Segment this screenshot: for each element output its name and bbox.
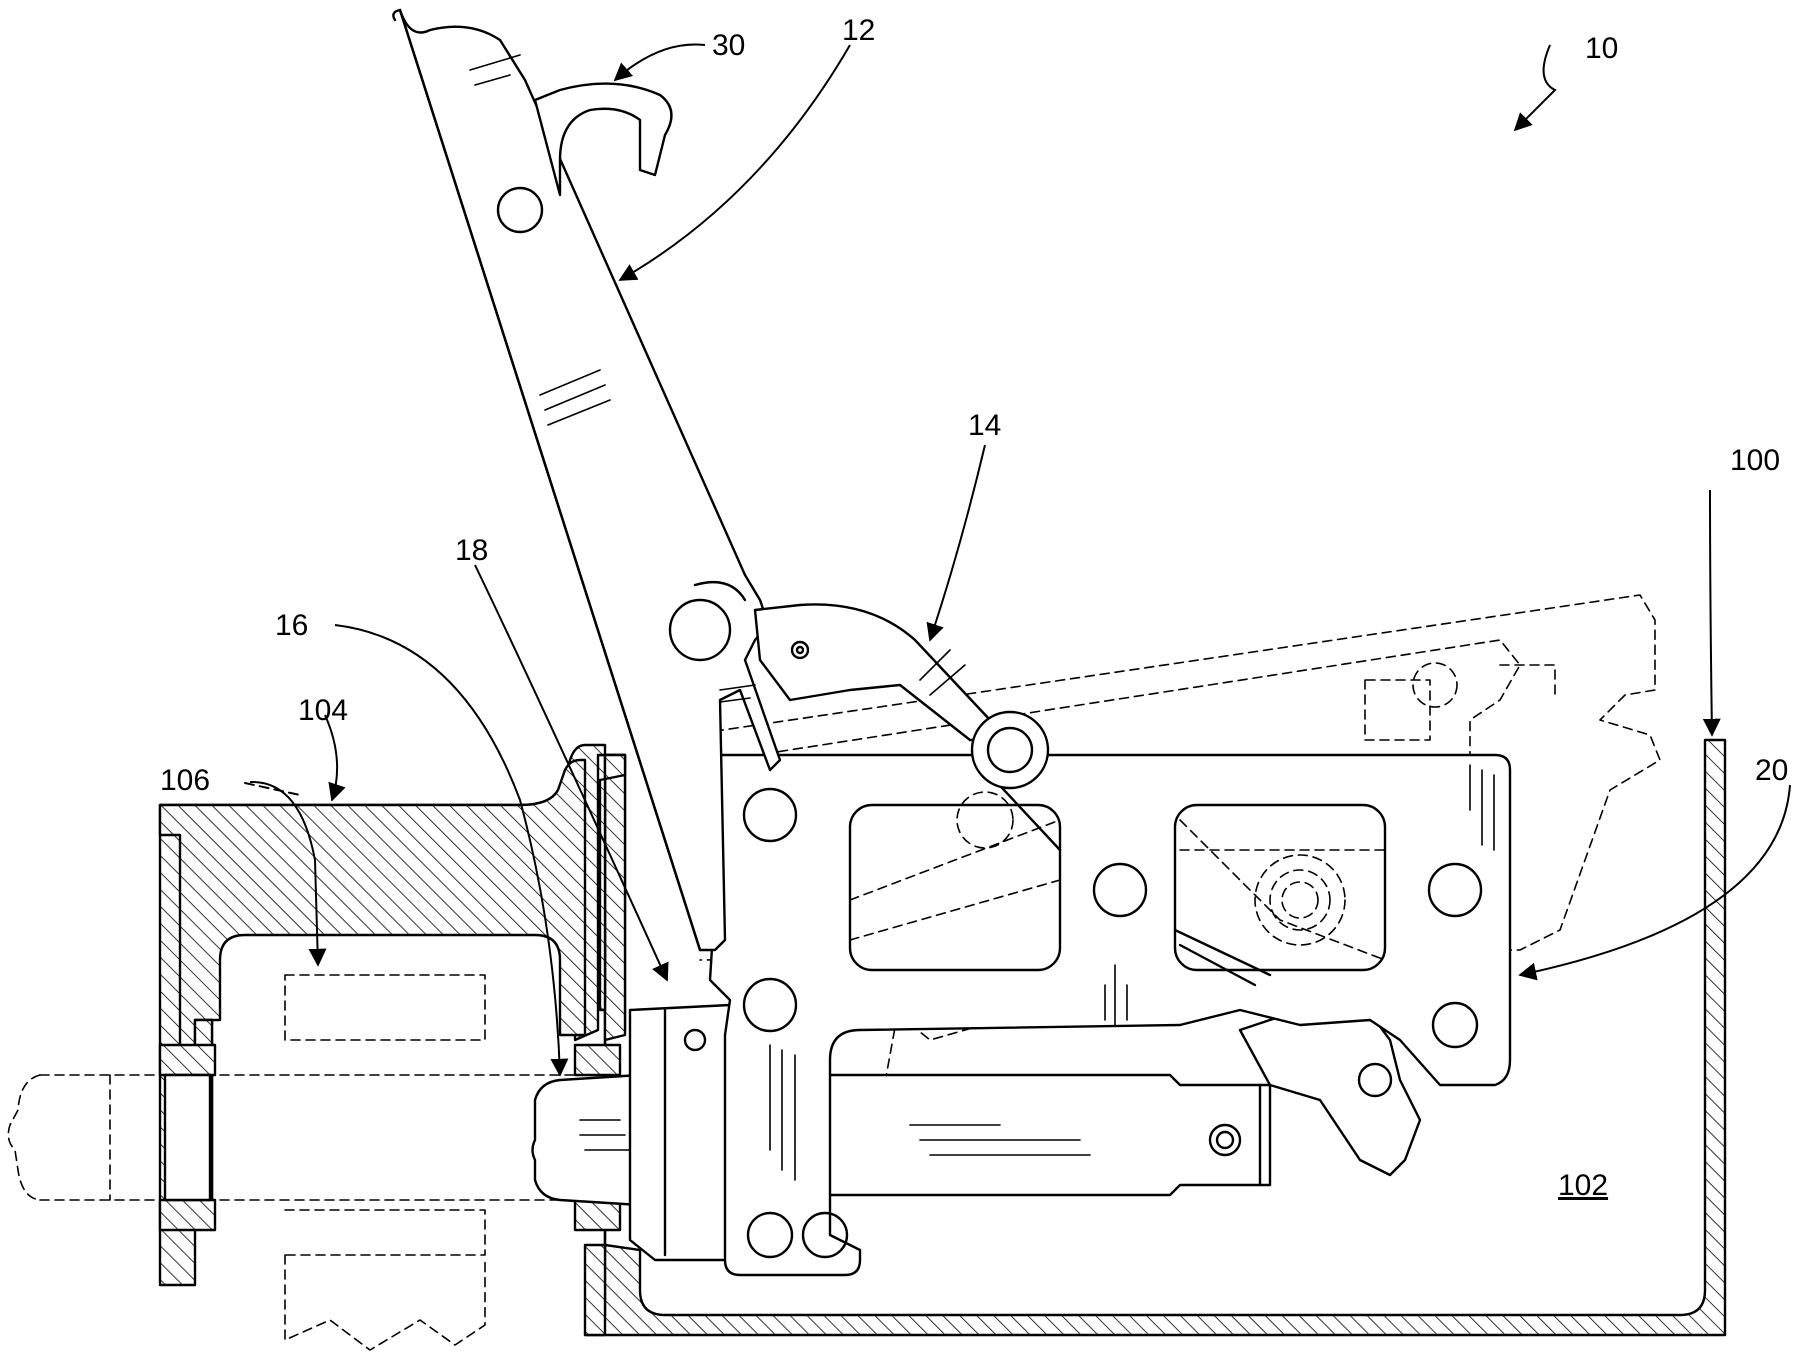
frame-section <box>160 745 625 1285</box>
label-part: 106 <box>160 764 210 797</box>
label-handle: 12 <box>842 14 875 47</box>
plunger <box>533 1075 641 1205</box>
part-dashed <box>285 975 485 1350</box>
label-cavity: 102 <box>1558 1169 1608 1202</box>
label-frame: 104 <box>298 694 348 727</box>
label-housing: 100 <box>1730 444 1780 477</box>
label-guide: 18 <box>455 534 488 567</box>
label-link: 14 <box>968 409 1001 442</box>
bracket <box>700 755 1510 1275</box>
label-assembly: 10 <box>1585 32 1618 65</box>
label-plunger: 16 <box>275 609 308 642</box>
guide <box>630 1005 730 1260</box>
rod-dashed <box>8 1075 590 1200</box>
label-bracket: 20 <box>1755 754 1788 787</box>
label-hook: 30 <box>712 29 745 62</box>
